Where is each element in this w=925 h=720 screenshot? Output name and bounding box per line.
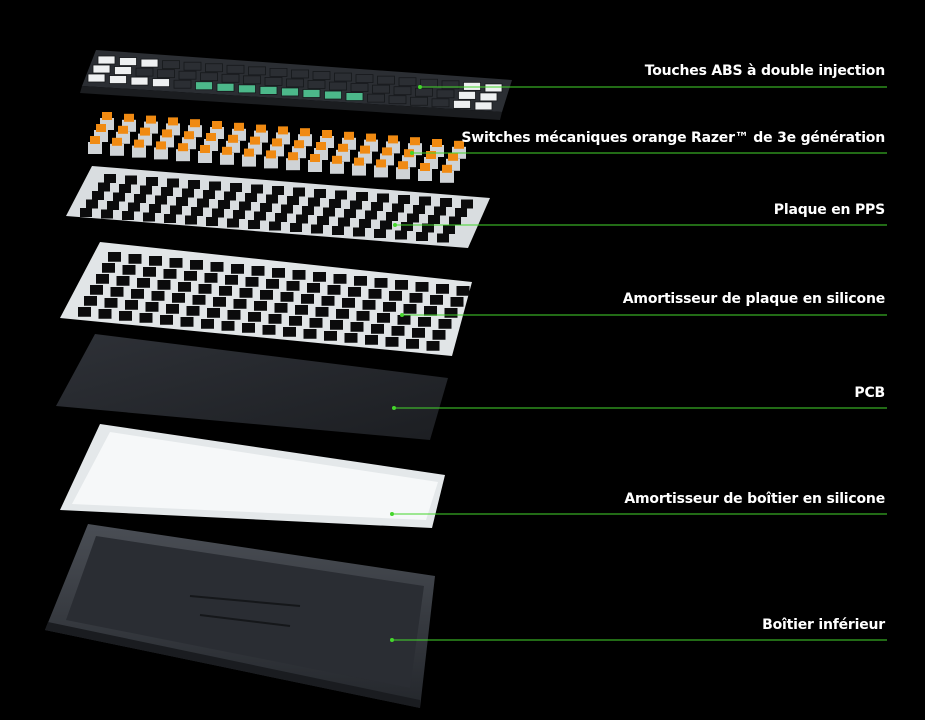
leader-lines: [390, 85, 887, 642]
pcb-layer: [56, 334, 448, 440]
callout-keycaps: Touches ABS à double injection: [644, 63, 885, 79]
callout-plate: Plaque en PPS: [773, 202, 885, 218]
plate-layer: [66, 166, 490, 248]
callout-case-dampener: Amortisseur de boîtier en silicone: [624, 491, 885, 507]
switches-layer: [88, 112, 466, 183]
callout-pcb: PCB: [854, 385, 885, 401]
callout-bottom-case: Boîtier inférieur: [762, 617, 885, 633]
callout-plate-dampener: Amortisseur de plaque en silicone: [622, 291, 885, 307]
plate-dampener-layer: [60, 242, 472, 356]
case-dampener-layer: [60, 424, 445, 528]
bottom-case-layer: [45, 524, 435, 708]
keycaps-layer: [80, 50, 512, 120]
callout-switches: Switches mécaniques orange Razer™ de 3e …: [461, 130, 885, 146]
